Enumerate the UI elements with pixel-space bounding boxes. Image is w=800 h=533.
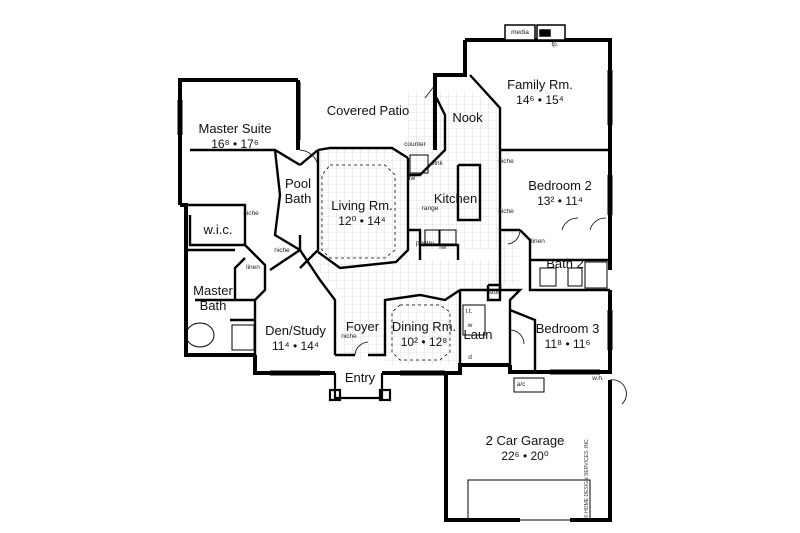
fixtures	[185, 154, 608, 393]
den-study-dimensions: 11⁴ • 14⁴	[272, 339, 319, 353]
door-swings	[299, 84, 627, 405]
niche-note-wic: niche	[243, 210, 259, 217]
linen-note-master: linen	[246, 264, 260, 271]
master-suite-label: Master Suite	[198, 121, 272, 136]
entry-porch	[328, 373, 392, 402]
laundry-label: Laun	[463, 327, 493, 342]
nook-label: Nook	[452, 110, 483, 125]
niche-note-bedroom2a: niche	[498, 158, 514, 165]
laundry-tub-note: l.t.	[465, 308, 473, 315]
tiled-floor	[300, 90, 520, 365]
garage-dimensions: 22⁶ • 20⁰	[501, 449, 549, 463]
wic-label: w.i.c.	[203, 222, 233, 237]
bedroom2-dimensions: 13² • 11⁴	[537, 194, 583, 208]
niche-note-bedroom2b: niche	[498, 208, 514, 215]
dishwasher-note: dw	[406, 175, 416, 182]
covered-patio-label: Covered Patio	[326, 103, 410, 118]
master-suite-dimensions: 16⁸ • 17⁶	[211, 137, 259, 151]
linen-note-bath2: linen	[531, 238, 545, 245]
family-room-label: Family Rm.	[507, 77, 573, 92]
bedroom3-dimensions: 11⁸ • 11⁶	[544, 337, 591, 351]
range-note: range	[421, 205, 439, 212]
garage-door	[467, 479, 591, 521]
pantry-note: pantry	[415, 240, 435, 247]
niche-note-foyer: niche	[341, 333, 357, 340]
storage-note: stor	[488, 289, 500, 296]
pool-bath-label: Pool Bath	[284, 176, 312, 206]
fireplace	[504, 24, 566, 41]
windows	[177, 70, 613, 376]
sink-note: sink	[431, 160, 443, 167]
dining-room-dimensions: 10² • 12⁸	[400, 335, 448, 349]
niche-note-hall: niche	[274, 247, 290, 254]
bedroom3-label: Bedroom 3	[535, 321, 600, 336]
counter-note: counter	[404, 141, 426, 148]
family-room-dimensions: 14⁶ • 15⁴	[516, 93, 564, 107]
living-room-dimensions: 12⁰ • 14⁴	[338, 214, 386, 228]
foyer-label: Foyer	[345, 319, 380, 334]
living-room-label: Living Rm.	[331, 198, 393, 213]
entry-label: Entry	[344, 370, 376, 385]
media-note: media	[511, 29, 529, 36]
copyright-notice: © HOME DESIGN SERVICES, INC.	[582, 438, 592, 520]
fireplace-note: fp.	[551, 41, 559, 48]
kitchen-label: Kitchen	[433, 191, 478, 206]
refrigerator-note: ref	[439, 244, 447, 251]
water-heater-note: w.h.	[592, 375, 604, 382]
den-study-label: Den/Study	[265, 323, 326, 338]
ceiling-lines	[321, 164, 451, 361]
copyright-text: © HOME DESIGN SERVICES, INC.	[584, 438, 590, 518]
interior-walls	[180, 74, 610, 372]
ac-note: a/c	[516, 381, 526, 388]
bedroom2-label: Bedroom 2	[528, 178, 592, 193]
dining-room-label: Dining Rm.	[391, 319, 457, 334]
bath2-label: Bath 2	[546, 256, 584, 271]
garage-label: 2 Car Garage	[485, 433, 565, 448]
washer-note: w	[467, 322, 473, 329]
dryer-note: d	[468, 354, 472, 361]
master-bath-label: Master Bath	[193, 283, 233, 313]
